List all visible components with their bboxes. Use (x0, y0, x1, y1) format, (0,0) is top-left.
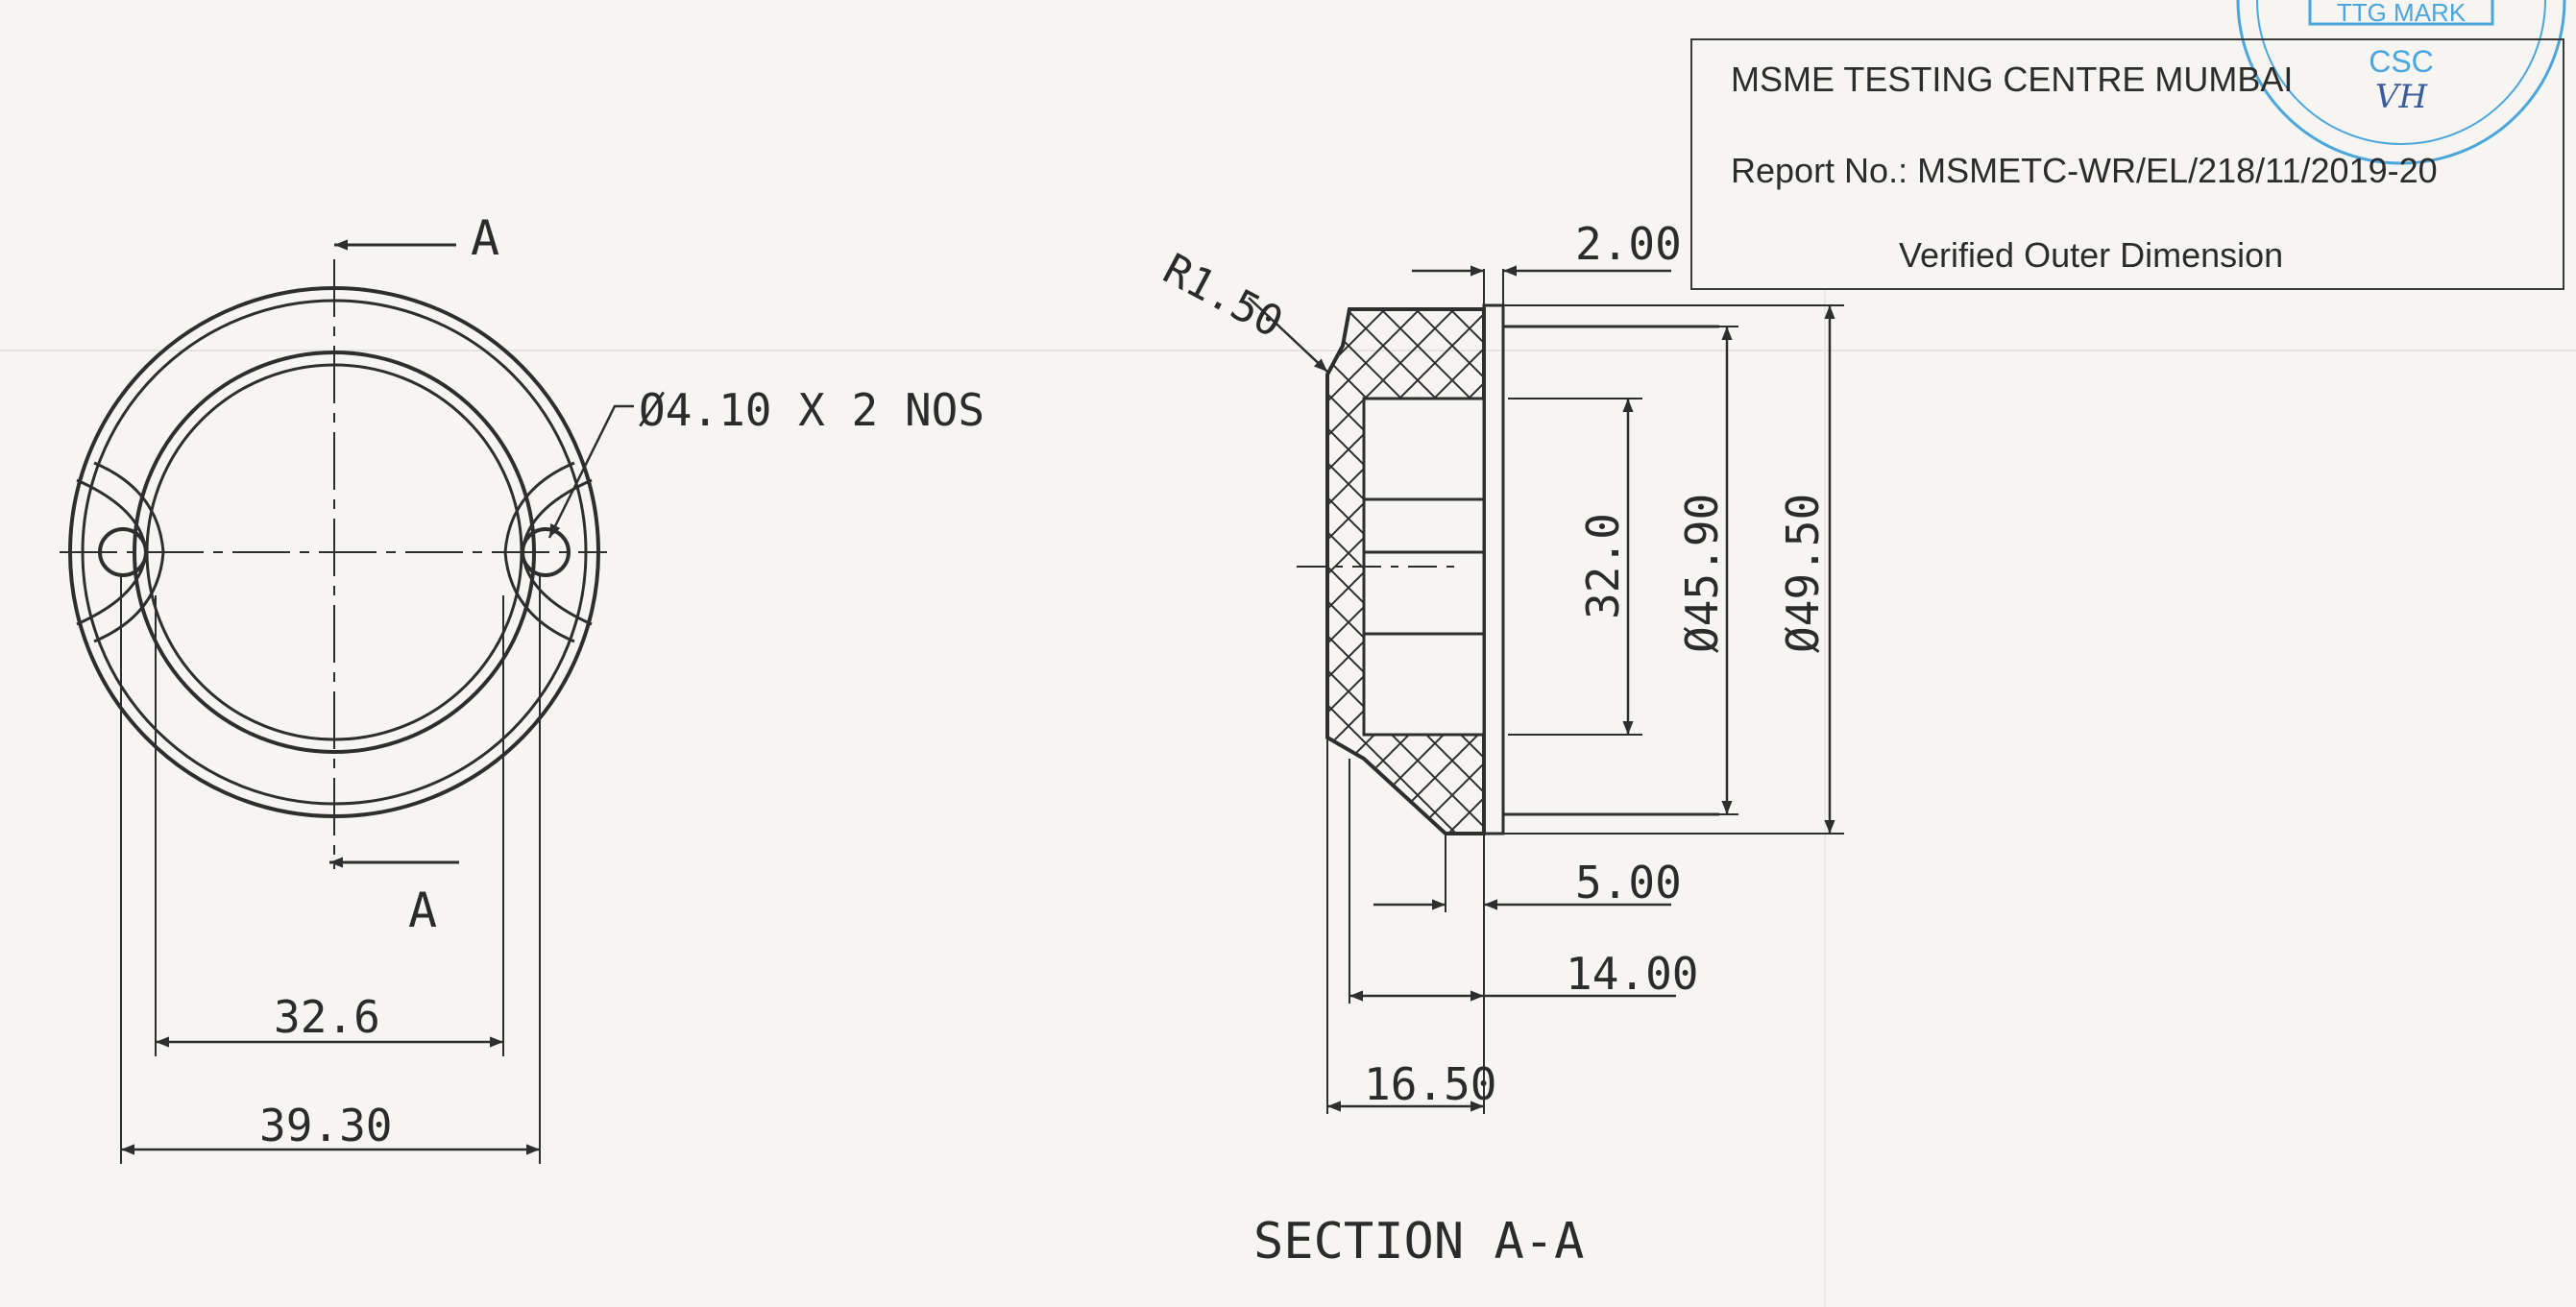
radius-label: R1.50 (1155, 245, 1291, 348)
stamp-verified-text: Verified Outer Dimension (1899, 235, 2284, 275)
seal-initials: VH (2375, 78, 2429, 116)
seal-top-text: TTG MARK (2337, 0, 2467, 27)
radius-leader (1248, 297, 1328, 373)
verification-stamp: MSME TESTING CENTRE MUMBAI Report No.: M… (1690, 38, 2564, 290)
hole-callout: Ø4.10 X 2 NOS (639, 384, 984, 436)
dim-text-32-6: 32.6 (274, 991, 380, 1043)
hole-leader-line (547, 404, 634, 539)
inner-bore-region (1362, 397, 1486, 737)
thin-wall (1482, 303, 1505, 835)
section-label-top: A (471, 210, 499, 266)
front-view (60, 239, 634, 1164)
dim-text-45-90: Ø45.90 (1676, 494, 1728, 653)
dim-text-32-0: 32.0 (1577, 513, 1629, 619)
dim-text-49-50: Ø49.50 (1777, 494, 1829, 653)
dim-text-2-00: 2.00 (1575, 218, 1682, 270)
section-label-bottom: A (408, 883, 437, 938)
seal-middle-text: CSC (2369, 44, 2434, 79)
stamp-organization: MSME TESTING CENTRE MUMBAI (1731, 60, 2294, 99)
dim-text-5-00: 5.00 (1575, 857, 1682, 908)
dim-text-14-00: 14.00 (1566, 948, 1698, 1000)
dim-text-39-30: 39.30 (259, 1100, 392, 1151)
section-view (1248, 265, 1844, 1114)
dim-text-16-50: 16.50 (1364, 1058, 1496, 1110)
section-title: SECTION A-A (1253, 1213, 1584, 1271)
csc-seal-stamp: TTG MARK CSC VH (2236, 0, 2566, 165)
stamp-report-number: Report No.: MSMETC-WR/EL/218/11/2019-20 (1731, 151, 2438, 190)
